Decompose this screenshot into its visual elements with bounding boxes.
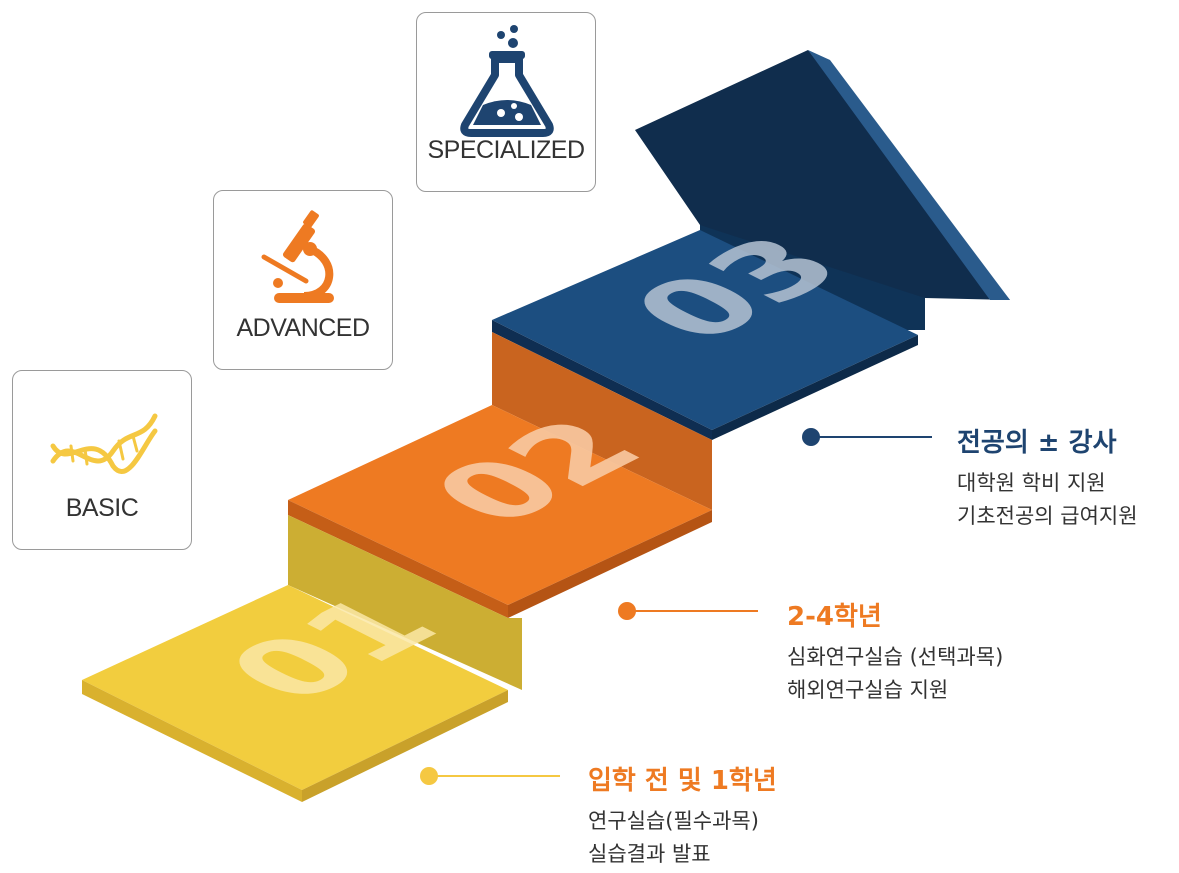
bullet-dot: [618, 602, 636, 620]
info-line: 심화연구실습 (선택과목): [787, 645, 1004, 669]
riser-03: [492, 332, 712, 510]
connector-line: [812, 436, 932, 438]
advanced-card: ADVANCED: [213, 190, 393, 370]
info-line: 해외연구실습 지원: [787, 678, 949, 702]
dna-icon: [50, 413, 158, 474]
specialized-label: SPECIALIZED: [427, 136, 585, 164]
microscope-icon: [261, 210, 334, 303]
info-resident: 전공의 ± 강사 대학원 학비 지원 기초전공의 급여지원: [957, 422, 1138, 533]
info-line: 기초전공의 급여지원: [957, 504, 1138, 528]
specialized-card: SPECIALIZED: [416, 12, 596, 192]
info-year2-4: 2-4학년 심화연구실습 (선택과목) 해외연구실습 지원: [787, 596, 1003, 707]
bullet-dot: [802, 428, 820, 446]
connector-line: [628, 610, 758, 612]
info-title: 전공의 ± 강사: [957, 428, 1117, 458]
bullet-dot: [420, 767, 438, 785]
step-03: [492, 50, 1010, 440]
step-02: [288, 405, 712, 618]
basic-label: BASIC: [65, 494, 139, 522]
info-line: 연구실습(필수과목): [588, 809, 759, 833]
step-01: [82, 585, 508, 802]
info-title: 입학 전 및 1학년: [588, 766, 777, 796]
basic-card: BASIC: [12, 370, 192, 550]
flask-icon: [460, 25, 554, 137]
connector-line: [430, 775, 560, 777]
info-year1: 입학 전 및 1학년 연구실습(필수과목) 실습결과 발표: [588, 760, 777, 871]
advanced-label: ADVANCED: [236, 314, 370, 342]
info-line: 대학원 학비 지원: [957, 471, 1106, 495]
riser-02: [288, 515, 522, 690]
info-line: 실습결과 발표: [588, 842, 711, 866]
info-title: 2-4학년: [787, 602, 882, 632]
